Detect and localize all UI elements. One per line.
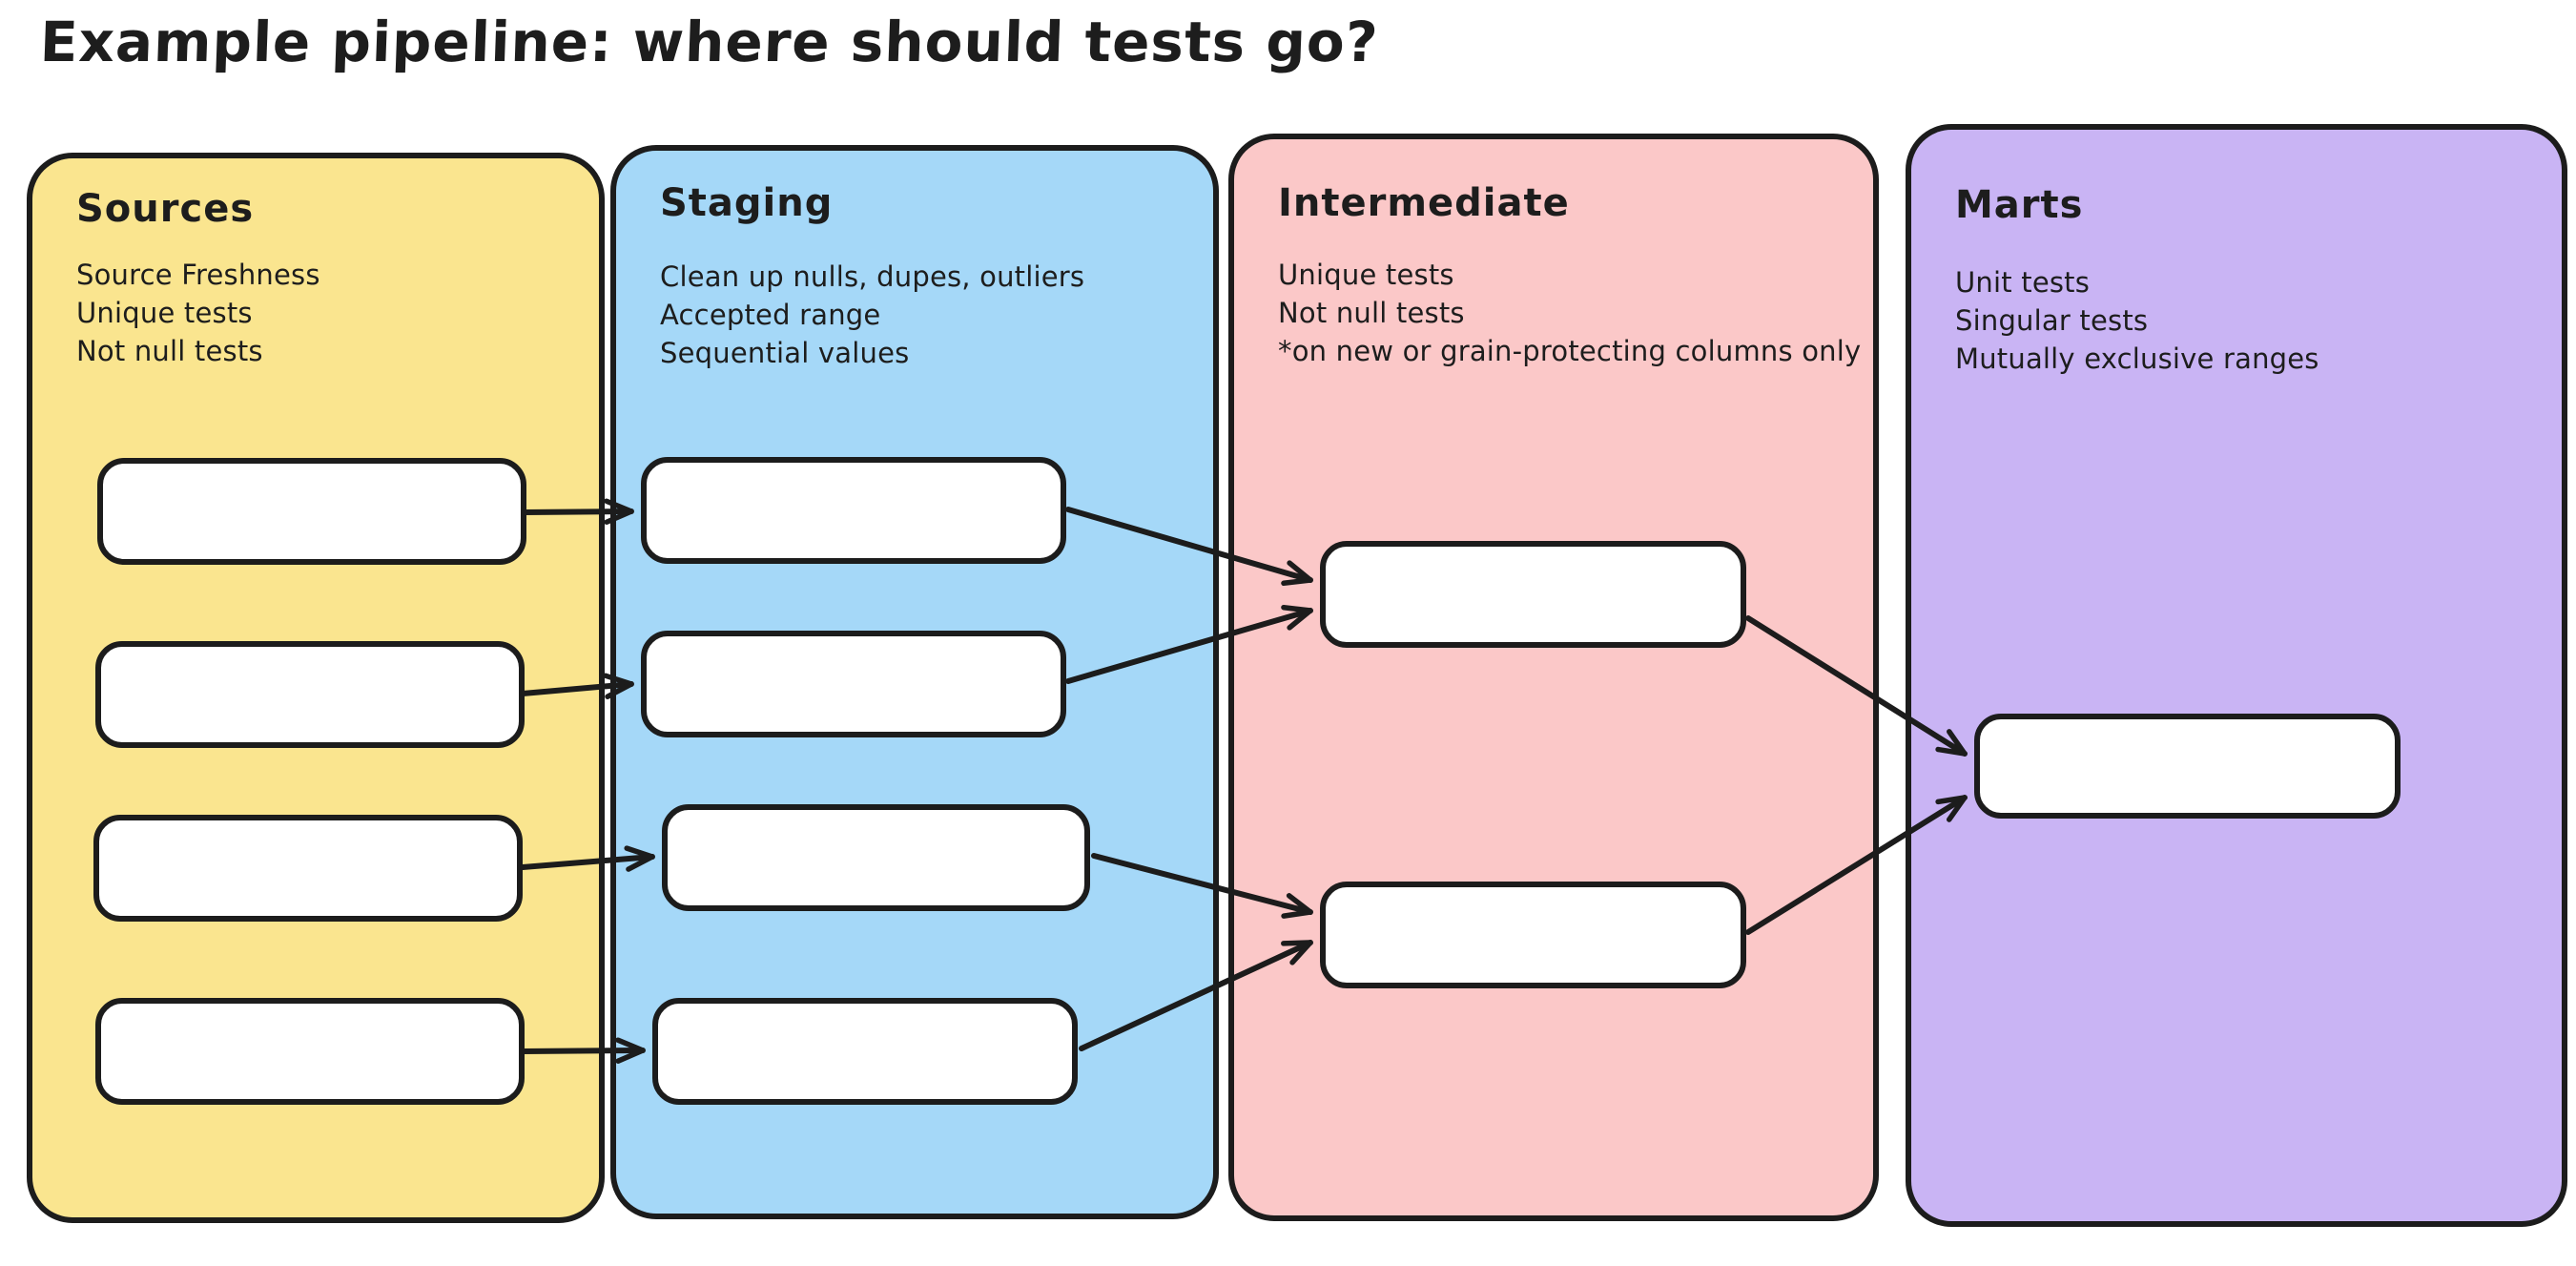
test-line: Singular tests xyxy=(1955,304,2149,338)
arrow-sources3-staging3 xyxy=(520,857,652,867)
test-line: Unique tests xyxy=(1278,259,1454,291)
model-box-marts-1 xyxy=(1974,714,2401,819)
arrow-staging3-intermediate2 xyxy=(1091,853,1310,912)
column-sources: Sources Source Freshness Unique tests No… xyxy=(27,153,605,1223)
test-line: Accepted range xyxy=(660,299,881,332)
arrow-staging4-intermediate2 xyxy=(1079,940,1310,1051)
model-box-intermediate-1 xyxy=(1320,541,1746,648)
test-line: Mutually exclusive ranges xyxy=(1955,342,2319,376)
model-box-sources-4 xyxy=(95,998,525,1105)
model-box-staging-2 xyxy=(641,631,1066,737)
test-line: Unique tests xyxy=(76,297,253,330)
arrow-sources4-staging4 xyxy=(520,1050,646,1051)
arrow-sources2-staging2 xyxy=(520,684,631,694)
test-list-intermediate: Unique tests Not null tests *on new or g… xyxy=(1278,256,1861,370)
column-title-marts: Marts xyxy=(1955,183,2084,227)
column-title-staging: Staging xyxy=(660,181,834,225)
test-line: Not null tests xyxy=(76,335,263,368)
model-box-sources-2 xyxy=(95,641,525,748)
test-line: *on new or grain-protecting columns only xyxy=(1278,335,1862,368)
arrow-sources1-staging1 xyxy=(522,511,634,512)
model-box-staging-1 xyxy=(641,457,1066,564)
model-box-intermediate-2 xyxy=(1320,882,1746,988)
test-list-sources: Source Freshness Unique tests Not null t… xyxy=(76,256,320,370)
model-box-sources-3 xyxy=(93,815,523,922)
test-line: Unit tests xyxy=(1955,266,2091,299)
model-box-staging-4 xyxy=(652,998,1078,1105)
arrow-intermediate2-marts1 xyxy=(1745,798,1965,935)
test-list-staging: Clean up nulls, dupes, outliers Accepted… xyxy=(660,258,1084,372)
model-box-sources-1 xyxy=(97,458,526,565)
test-line: Not null tests xyxy=(1278,297,1465,330)
test-list-marts: Unit tests Singular tests Mutually exclu… xyxy=(1955,263,2319,378)
column-intermediate: Intermediate Unique tests Not null tests… xyxy=(1228,134,1879,1221)
test-line: Clean up nulls, dupes, outliers xyxy=(660,260,1085,293)
column-marts: Marts Unit tests Singular tests Mutually… xyxy=(1906,124,2567,1227)
test-line: Sequential values xyxy=(660,337,910,370)
test-line: Source Freshness xyxy=(76,259,320,291)
arrow-intermediate1-marts1 xyxy=(1745,615,1965,754)
column-title-intermediate: Intermediate xyxy=(1278,181,1570,225)
column-title-sources: Sources xyxy=(76,187,255,231)
arrow-staging2-intermediate1 xyxy=(1065,611,1310,684)
model-box-staging-3 xyxy=(662,804,1090,911)
arrow-staging1-intermediate1 xyxy=(1065,507,1310,580)
